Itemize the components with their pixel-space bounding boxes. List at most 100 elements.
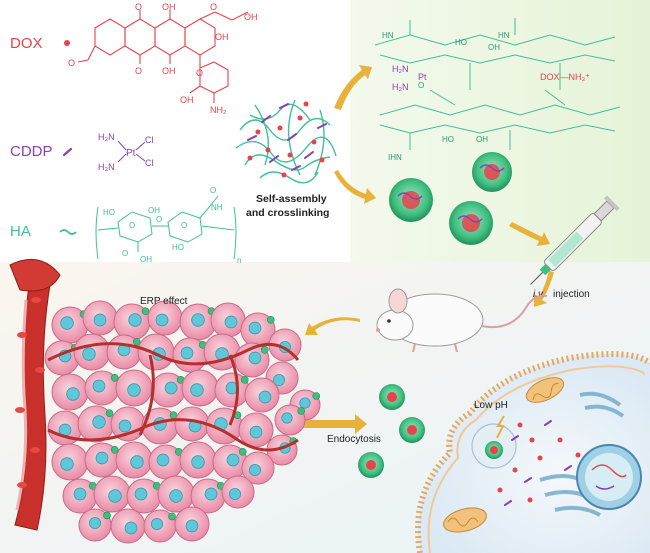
dox-structure [77,10,249,103]
tumor-cell-blob [181,369,219,407]
tumor-cell-blob [84,442,120,478]
tumor-vasculature [47,342,300,452]
net-hn2: HN [498,31,510,40]
cddp-cl2: Cl [145,158,154,168]
net-pt: Pt [418,72,427,82]
polymer-tangle [235,99,337,184]
cddp-pt: Pt [126,148,136,159]
ha-nh: NH [211,203,223,212]
ha-structure [95,195,237,260]
net-oh1: OH [488,43,500,52]
nanoparticle [358,452,384,478]
nanoparticle [399,417,425,443]
arrow-to-syringe [509,222,550,246]
tumor-cell-blob [212,444,248,480]
tumor-cell-blob [73,333,111,371]
net-o1: O [418,81,424,90]
dox-o1: O [135,2,142,12]
tumor-cell-blob [137,333,175,371]
tumor-cell-blob [274,404,306,436]
tumor-cell-blob [51,373,89,411]
ha-o2: O [156,215,162,224]
tumor-cell-blob [179,441,217,479]
tumor-cell-blob [51,306,89,344]
tumor-cell-blob [115,369,153,407]
tumor-cell-blob [150,372,186,408]
dox-oh3: OH [215,32,229,42]
tumor-cell-blob [78,508,112,542]
tumor-cell-blob [174,506,210,542]
legend-dox-label: DOX [10,35,43,52]
ha-o4: O [122,249,128,258]
nanoparticle [379,384,405,410]
nanoparticles-endocytosis [358,384,425,478]
dox-nh2: NH₂ [210,105,227,115]
syringe [530,195,620,285]
net-h2n2: H₂N [392,82,409,92]
tumor-cell-blob [126,478,162,514]
net-oh2: OH [476,135,488,144]
tumor-cell-blob [174,406,210,442]
dox-o4: O [68,58,75,68]
cddp-h3n1: H₃N [98,132,115,142]
legend-ha-symbol [59,229,77,235]
nanoparticles [389,152,512,245]
tumor-cell-blob [113,303,151,341]
legend-cddp-symbol [62,147,73,157]
arrows [300,65,554,434]
tumor-cell-blob [147,300,183,336]
dox-o5: O [196,68,203,78]
endocytosis-label: Endocytosis [327,434,381,445]
net-ho2: HO [442,135,454,144]
nanoparticle [472,152,512,192]
tumor-cell-blob [241,451,275,485]
tumor-cell-blob [93,475,131,513]
tumor-cell-blob [77,405,115,443]
ha-acetyl-o: O [210,186,216,195]
cddp-cl1: Cl [145,135,154,145]
legend-dox-symbol [64,40,70,46]
net-h2n1: H₂N [392,64,409,74]
crosslinking-label: and crosslinking [246,207,329,219]
net-hn1: HN [382,31,394,40]
tumor-cell-blob [82,300,118,336]
tumor-cell-blob [62,478,98,514]
net-ho1: HO [455,38,467,47]
tumor-cell-blob [244,377,280,413]
injection-label: injection [553,289,590,300]
legend-cddp-label: CDDP [10,143,53,160]
tumor-cell-blob [214,372,250,408]
ha-ho2: HO [172,243,184,252]
ha-ho1: HO [103,208,115,217]
tumor-cell-blob [115,441,153,479]
tumor-cell-blob [172,337,208,373]
tumor-cell-blob [179,303,217,341]
cddp-h3n2: H₃N [98,162,115,172]
dox-nh3-label: DOX—NH₃⁺ [540,72,590,82]
rbcs [15,297,45,488]
tumor-cell-blob [110,508,146,544]
tumor-cell-blob [143,509,177,543]
net-ihn: IHN [388,153,402,162]
self-assembly-label: Self-assembly [256,193,327,205]
ha-o3: O [181,221,187,230]
tumor-cell-blob [221,475,255,509]
dox-o3: O [135,66,142,76]
legend-ha-label: HA [10,223,31,240]
dox-o2: O [210,2,217,12]
cddp-structure [117,140,146,163]
tumor-cell-blob [157,475,195,513]
tumor-cell-blob [84,370,120,406]
ha-network-structure [374,18,621,150]
low-ph-label: Low pH [474,400,508,411]
arrow-to-nanoparticles [334,170,376,204]
tumor-cell-blob [106,334,142,370]
tumor-cell [415,351,650,553]
ha-oh1: OH [148,206,160,215]
arrow-to-tumor [305,317,360,335]
ha-o1: O [129,221,135,230]
nanoparticle [449,201,493,245]
arrow-to-network [334,65,372,110]
ha-oh2: OH [140,255,152,264]
